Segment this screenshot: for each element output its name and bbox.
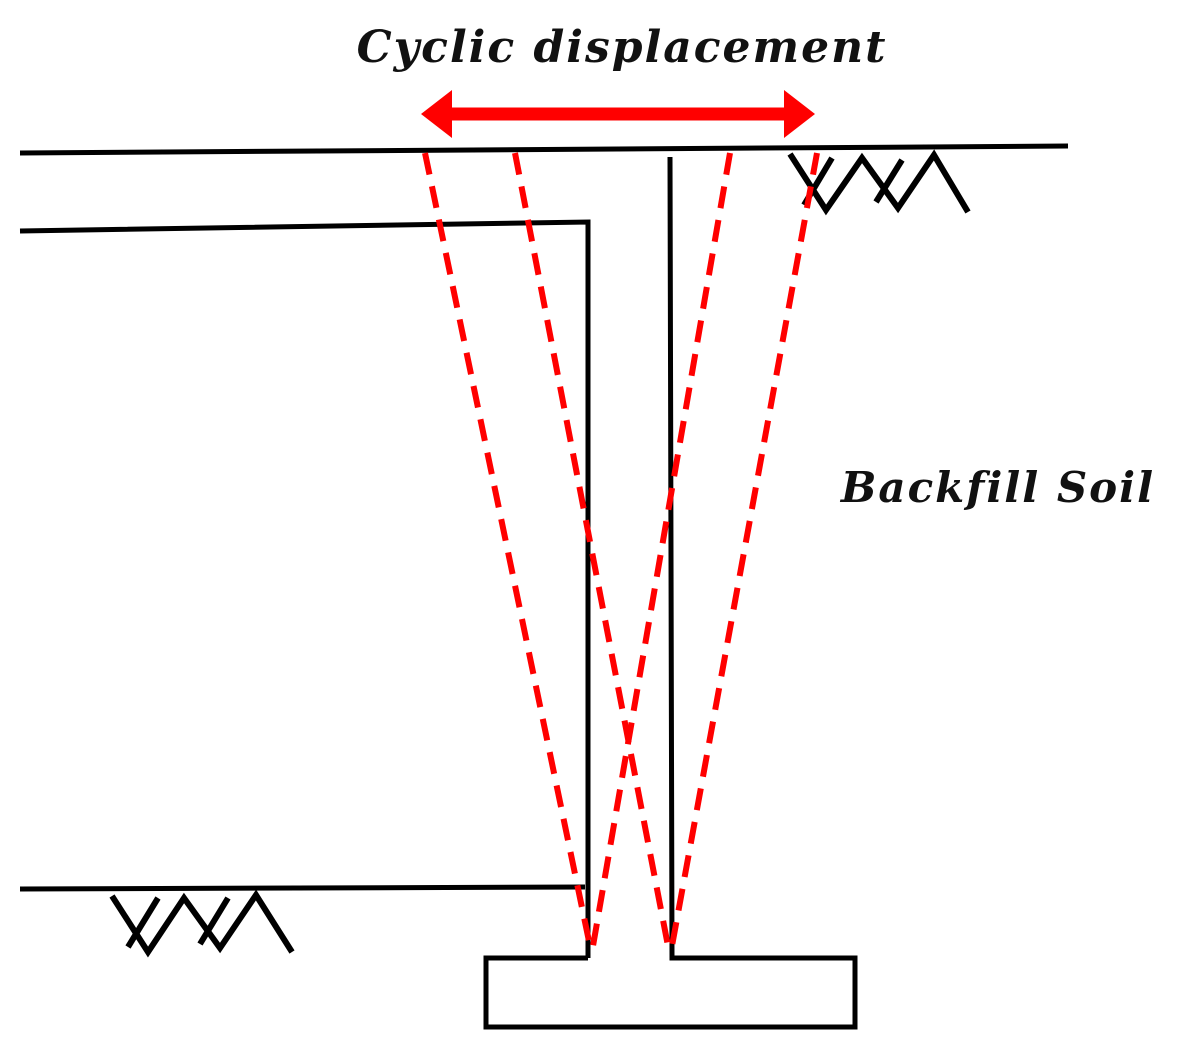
soil-hatch-symbol-excavation	[109, 889, 295, 958]
backfill-soil-label: Backfill Soil	[840, 463, 1155, 512]
arrow-head-right	[784, 90, 815, 138]
displaced-position-right-outer	[669, 152, 820, 947]
cyclic-displacement-arrow	[421, 90, 815, 138]
diagram-title: Cyclic displacement	[357, 22, 888, 73]
displaced-position-left-outer	[422, 152, 593, 947]
soil-hatch-stroke	[873, 158, 905, 204]
wall-stem-back	[483, 156, 858, 1030]
soil-hatch-stroke	[197, 896, 231, 946]
backfill-ground-surface	[19, 143, 1069, 156]
excavation-ground-line	[19, 884, 586, 892]
soil-hatch-symbol-backfill	[787, 149, 971, 216]
excavation-top-line	[19, 219, 591, 958]
displaced-wall-positions	[422, 152, 820, 947]
arrow-head-left	[421, 90, 452, 138]
displaced-position-right-inner	[590, 152, 733, 947]
displaced-position-left-inner	[512, 152, 671, 947]
soil-hatch-stroke	[125, 896, 161, 949]
